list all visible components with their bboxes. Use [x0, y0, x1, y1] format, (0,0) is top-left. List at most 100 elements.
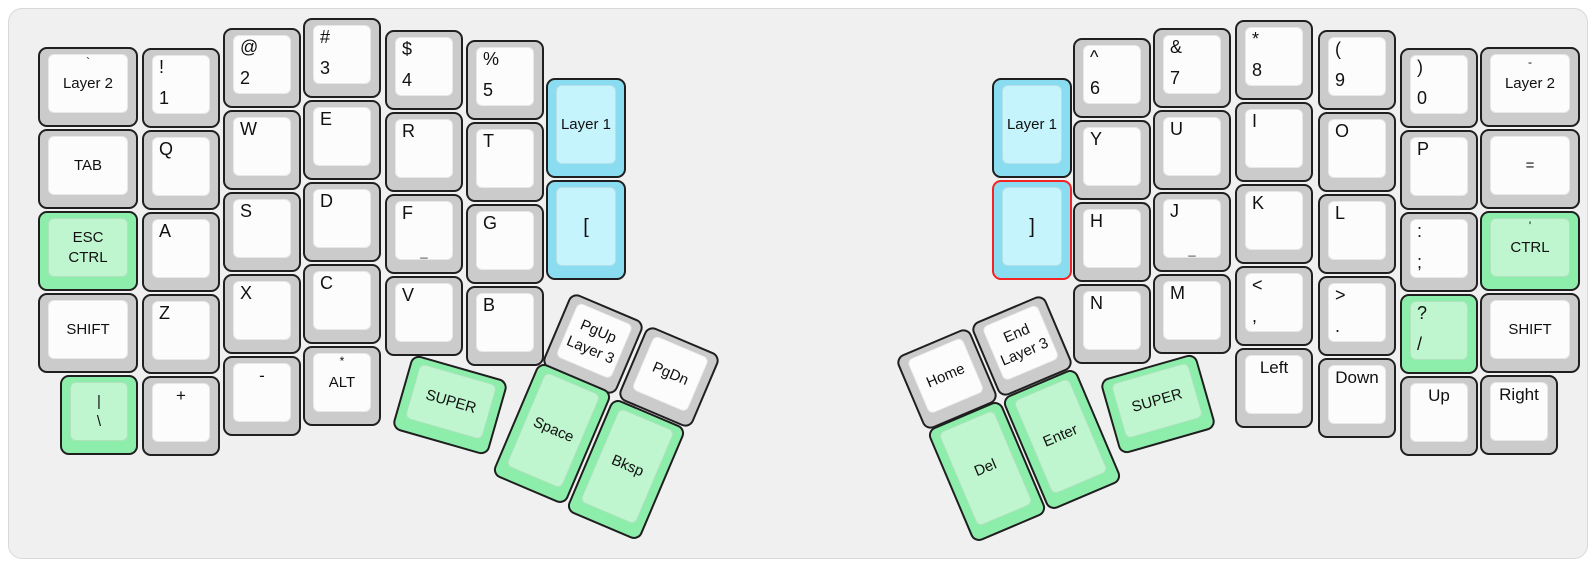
key-l[interactable]: L	[1318, 194, 1396, 274]
key-hash-3[interactable]: #3	[303, 18, 381, 98]
key-legend: Home	[923, 359, 968, 392]
key-minus[interactable]: -	[223, 356, 301, 436]
key-super-right[interactable]: SUPER	[1099, 352, 1217, 456]
key-amp-7[interactable]: &7	[1153, 28, 1231, 108]
key-legend: Space	[530, 413, 577, 446]
key-h[interactable]: H	[1073, 202, 1151, 282]
key-c[interactable]: C	[303, 264, 381, 344]
key-v[interactable]: V	[385, 276, 463, 356]
keycap-top: Right	[1490, 382, 1548, 441]
key-legend: #	[320, 27, 331, 47]
key-super-left[interactable]: SUPER	[391, 353, 509, 457]
keycap-top: [	[556, 187, 616, 266]
key-legend: |	[97, 393, 101, 410]
key-e[interactable]: E	[303, 100, 381, 180]
keycap-top: B	[476, 293, 534, 352]
key-legend: SUPER	[423, 386, 479, 417]
key-at-2[interactable]: @2	[223, 28, 301, 108]
key-p[interactable]: P	[1400, 130, 1478, 210]
key-u[interactable]: U	[1153, 110, 1231, 190]
key-x[interactable]: X	[223, 274, 301, 354]
key-k[interactable]: K	[1235, 184, 1313, 264]
key-arrow-right[interactable]: Right	[1480, 375, 1558, 455]
keycap-top: *8	[1245, 27, 1303, 86]
key-legend-center: Layer 1	[557, 86, 615, 163]
key-legend: W	[240, 119, 257, 139]
key-exclam-1[interactable]: !1	[142, 48, 220, 128]
key-legend: CTRL	[1510, 238, 1550, 256]
key-g[interactable]: G	[466, 204, 544, 284]
key-shift-right[interactable]: SHIFT	[1480, 293, 1580, 373]
key-legend: Layer 1	[560, 115, 612, 133]
key-legend: K	[1252, 193, 1265, 213]
key-t[interactable]: T	[466, 122, 544, 202]
key-paren-0[interactable]: )0	[1400, 48, 1478, 128]
keycap-top: Q	[152, 137, 210, 196]
key-o[interactable]: O	[1318, 112, 1396, 192]
keycap-top: $4	[395, 37, 453, 96]
key-legend: :	[1417, 221, 1423, 241]
keycap-top: U	[1163, 117, 1221, 176]
key-caret-6[interactable]: ^6	[1073, 38, 1151, 118]
key-legend: Q	[159, 139, 174, 159]
key-plus[interactable]: +	[142, 376, 220, 456]
keycap-top: V	[395, 283, 453, 342]
key-b[interactable]: B	[466, 286, 544, 366]
key-dollar-4[interactable]: $4	[385, 30, 463, 110]
key-legend: 0	[1417, 87, 1428, 108]
key-f[interactable]: F_	[385, 194, 463, 274]
key-dash-layer-2[interactable]: -Layer 2	[1480, 47, 1580, 127]
key-left-bracket[interactable]: [	[546, 180, 626, 280]
key-q[interactable]: Q	[142, 130, 220, 210]
key-quote-ctrl[interactable]: 'CTRL	[1480, 211, 1580, 291]
key-question-slash[interactable]: ?/	[1400, 294, 1478, 374]
keycap-top: >.	[1328, 283, 1386, 342]
key-legend-center: Layer 2	[49, 55, 127, 112]
key-greater-period[interactable]: >.	[1318, 276, 1396, 356]
key-arrow-down[interactable]: Down	[1318, 358, 1396, 438]
key-arrow-up[interactable]: Up	[1400, 376, 1478, 456]
key-tab[interactable]: TAB	[38, 129, 138, 209]
key-z[interactable]: Z	[142, 294, 220, 374]
key-shift-left[interactable]: SHIFT	[38, 293, 138, 373]
key-legend: TAB	[73, 156, 103, 174]
key-legend: J	[1170, 201, 1179, 221]
key-percent-5[interactable]: %5	[466, 40, 544, 120]
key-asterisk-8[interactable]: *8	[1235, 20, 1313, 100]
key-legend: 3	[320, 57, 331, 78]
keycap-top: SHIFT	[1490, 300, 1570, 359]
key-right-bracket[interactable]: ]	[992, 180, 1072, 280]
key-m[interactable]: M	[1153, 274, 1231, 354]
keycap-top: O	[1328, 119, 1386, 178]
key-w[interactable]: W	[223, 110, 301, 190]
key-n[interactable]: N	[1073, 284, 1151, 364]
key-equals[interactable]: =	[1480, 129, 1580, 209]
key-asterisk-alt[interactable]: *ALT	[303, 346, 381, 426]
key-less-comma[interactable]: <,	[1235, 266, 1313, 346]
key-legend: R	[402, 121, 415, 141]
key-paren-9[interactable]: (9	[1318, 30, 1396, 110]
key-colon-semicolon[interactable]: :;	[1400, 212, 1478, 292]
key-y[interactable]: Y	[1073, 120, 1151, 200]
key-i[interactable]: I	[1235, 102, 1313, 182]
keycap-top: !1	[152, 55, 210, 114]
keycap-top: :;	[1410, 219, 1468, 278]
keycap-top: *ALT	[313, 353, 371, 412]
key-pipe-backslash[interactable]: |\	[60, 375, 138, 455]
key-s[interactable]: S	[223, 192, 301, 272]
key-d[interactable]: D	[303, 182, 381, 262]
key-grave-layer-2[interactable]: `Layer 2	[38, 47, 138, 127]
key-layer-1-left[interactable]: Layer 1	[546, 78, 626, 178]
keycap-top: PgDn	[631, 334, 710, 413]
key-a[interactable]: A	[142, 212, 220, 292]
key-legend: `	[86, 55, 90, 69]
key-layer-1-right[interactable]: Layer 1	[992, 78, 1072, 178]
key-r[interactable]: R	[385, 112, 463, 192]
key-j[interactable]: J_	[1153, 192, 1231, 272]
key-legend-center: SUPER	[406, 364, 496, 438]
key-legend-center: |\	[71, 383, 127, 440]
keycap-top: G	[476, 211, 534, 270]
key-arrow-left[interactable]: Left	[1235, 348, 1313, 428]
